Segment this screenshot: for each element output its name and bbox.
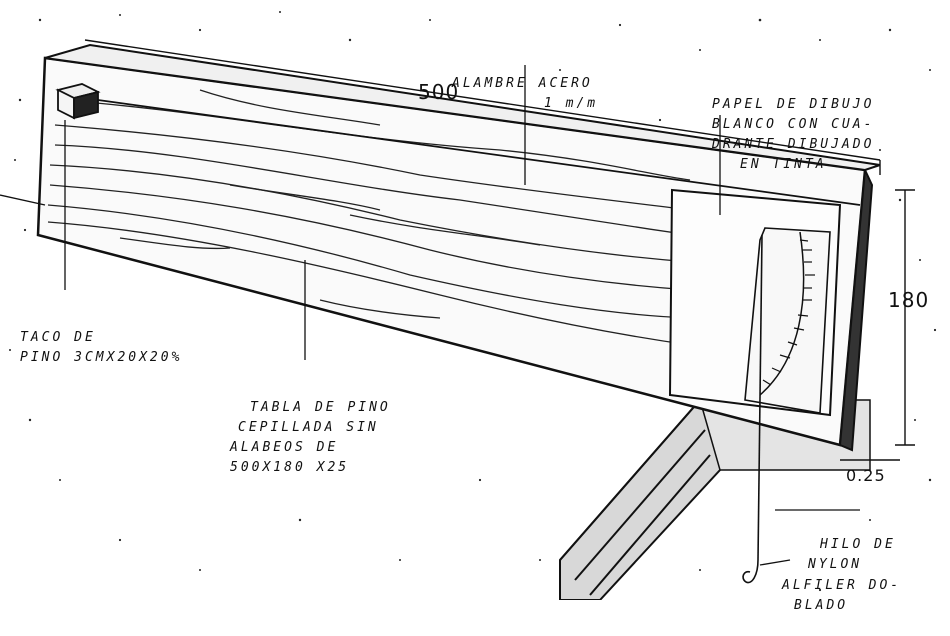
thickness-dimension: 0.25 xyxy=(846,466,886,485)
background-stipple xyxy=(9,11,937,592)
board-end-face xyxy=(838,166,874,452)
pine-block xyxy=(55,83,101,120)
wood-grain xyxy=(47,89,691,346)
quadrant-paper xyxy=(668,188,842,417)
height-dimension: 180 xyxy=(888,288,930,312)
pin-label: ALFILER DO-BLADO xyxy=(782,578,902,613)
length-dimension: 500 xyxy=(418,80,460,104)
dimension-lines xyxy=(0,39,915,461)
nylon-thread xyxy=(742,234,763,584)
board-drawing xyxy=(0,11,937,600)
steel-wire xyxy=(97,99,861,206)
leader-lines xyxy=(64,65,860,566)
